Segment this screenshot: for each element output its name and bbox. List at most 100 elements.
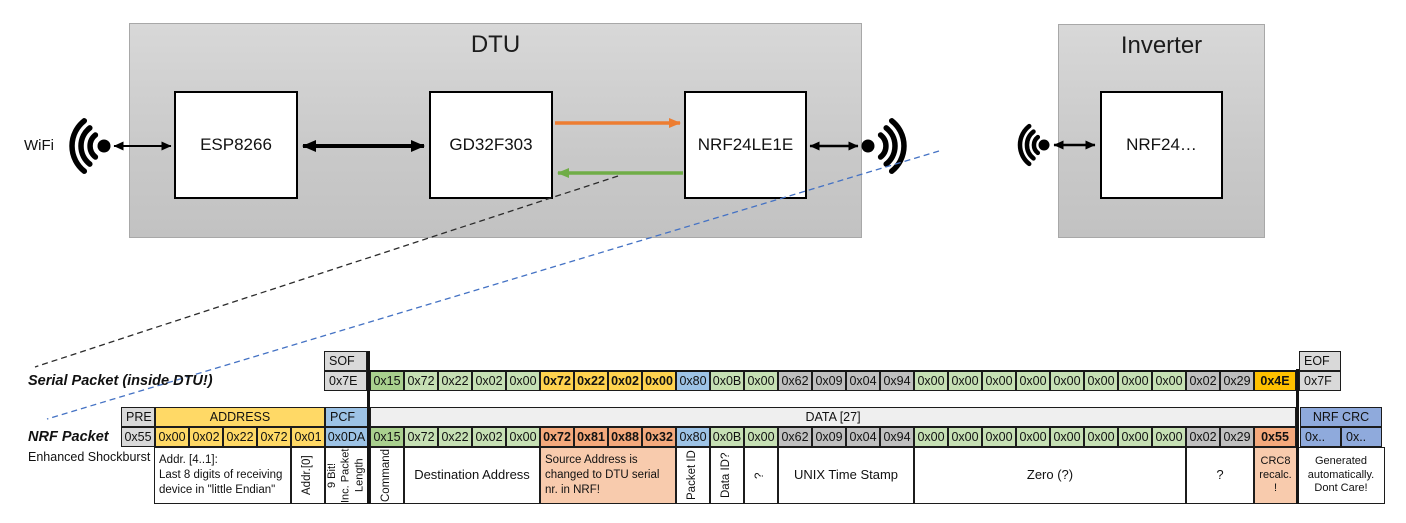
wifi-label: WiFi: [24, 137, 54, 154]
nrf-byte-cell: 0x80: [676, 427, 710, 447]
nrf-byte-cell: 0x00: [1118, 427, 1152, 447]
serial-byte-cell: 0x00: [1118, 371, 1152, 391]
annotation-cell: CRC8 recalc. !: [1254, 447, 1297, 504]
serial-byte-cell: 0x00: [744, 371, 778, 391]
nrf-byte-cell: 0x55: [1254, 427, 1296, 447]
serial-byte-cell: 0x4E: [1254, 371, 1296, 391]
nrf-byte-cell: 0x0B: [710, 427, 744, 447]
serial-byte-cell: 0x29: [1220, 371, 1254, 391]
nrf-byte-cell: 0x62: [778, 427, 812, 447]
crc-byte-cell: 0x..: [1300, 427, 1341, 447]
nrf-crc-row: 0x..0x..: [1300, 427, 1382, 447]
nrf-packet-label: NRF Packet: [28, 429, 109, 445]
address-byte-cell: 0x72: [257, 427, 291, 447]
serial-byte-cell: 0x09: [812, 371, 846, 391]
annotation-cell: Addr. [4..1]: Last 8 digits of receiving…: [154, 447, 291, 504]
nrf-data-header: DATA [27]: [370, 407, 1296, 427]
serial-byte-cell: 0x00: [1050, 371, 1084, 391]
serial-eof-header: EOF: [1299, 351, 1341, 371]
data-header-cell: DATA [27]: [370, 407, 1296, 427]
nrf-byte-cell: 0x81: [574, 427, 608, 447]
annotation-cell: 9 Bit! Inc. Packet Length: [325, 447, 368, 504]
annotation-cell: Zero (?): [914, 447, 1186, 504]
nrf-byte-cell: 0x22: [438, 427, 472, 447]
wifi-icon-dtu-right: [861, 118, 907, 174]
serial-byte-cell: 0x72: [404, 371, 438, 391]
annotation-cell: Packet ID: [676, 447, 710, 504]
pcf-header-cell: PCF: [325, 407, 368, 427]
annotation-cell: ?: [744, 447, 778, 504]
serial-byte-cell: 0x62: [778, 371, 812, 391]
nrf-byte-cell: 0x15: [370, 427, 404, 447]
serial-byte-cell: 0x00: [948, 371, 982, 391]
pre-header-cell: PRE: [121, 407, 155, 427]
pcf-byte-cell: 0x0DA: [325, 427, 368, 447]
nrf-byte-cell: 0x00: [1050, 427, 1084, 447]
serial-byte-cell: 0x00: [506, 371, 540, 391]
address-byte-cell: 0x01: [291, 427, 325, 447]
address-byte-cell: 0x00: [155, 427, 189, 447]
nrf-byte-cell: 0x88: [608, 427, 642, 447]
serial-byte-cell: 0x00: [1152, 371, 1186, 391]
nrf-byte-cell: 0x00: [1016, 427, 1050, 447]
nrf-packet-sublabel: Enhanced Shockburst: [28, 450, 151, 464]
annotation-cell: UNIX Time Stamp: [778, 447, 914, 504]
sof-header-cell: SOF: [324, 351, 367, 371]
serial-byte-cell: 0x02: [1186, 371, 1220, 391]
serial-byte-cell: 0x00: [1084, 371, 1118, 391]
serial-byte-cell: 0x04: [846, 371, 880, 391]
serial-byte-cell: 0x02: [472, 371, 506, 391]
serial-data-top-rule: [369, 370, 1297, 372]
eof-byte-cell: 0x7F: [1299, 371, 1341, 391]
serial-packet-label: Serial Packet (inside DTU!): [28, 373, 213, 389]
chip-gd32f303: GD32F303: [429, 91, 553, 199]
annotation-cell: Command: [370, 447, 404, 504]
nrf-byte-cell: 0x00: [948, 427, 982, 447]
serial-byte-cell: 0x00: [1016, 371, 1050, 391]
annotation-cell: Generated automatically. Dont Care!: [1297, 447, 1385, 504]
nrf-byte-cell: 0x09: [812, 427, 846, 447]
nrf-byte-cell: 0x02: [1186, 427, 1220, 447]
nrf-byte-cell: 0x72: [404, 427, 438, 447]
serial-byte-cell: 0x80: [676, 371, 710, 391]
chip-esp8266: ESP8266: [174, 91, 298, 199]
address-byte-cell: 0x02: [189, 427, 223, 447]
chip-nrf24-inverter: NRF24…: [1100, 91, 1223, 199]
address-header-cell: ADDRESS: [155, 407, 325, 427]
nrf-byte-cell: 0x00: [1152, 427, 1186, 447]
serial-eof-value: 0x7F: [1299, 371, 1341, 391]
chip-nrf24le1e: NRF24LE1E: [684, 91, 807, 199]
eof-header-cell: EOF: [1299, 351, 1341, 371]
serial-byte-cell: 0x22: [438, 371, 472, 391]
serial-byte-cell: 0x00: [914, 371, 948, 391]
annotation-cell: ?: [1186, 447, 1254, 504]
serial-byte-cell: 0x22: [574, 371, 608, 391]
data-end-separator: [1296, 369, 1299, 504]
serial-sof-value: 0x7E: [324, 371, 367, 391]
annotation-cell: Source Address is changed to DTU serial …: [540, 447, 676, 504]
nrf-header-row-left: PRE ADDRESS PCF: [121, 407, 368, 427]
nrf-annotation-row: Addr. [4..1]: Last 8 digits of receiving…: [154, 447, 1385, 504]
inverter-title: Inverter: [1120, 32, 1203, 59]
serial-byte-cell: 0x0B: [710, 371, 744, 391]
address-byte-cell: 0x22: [223, 427, 257, 447]
nrf-byte-cell: 0x00: [506, 427, 540, 447]
serial-byte-cell: 0x02: [608, 371, 642, 391]
pre-byte-cell: 0x55: [121, 427, 155, 447]
serial-byte-cell: 0x94: [880, 371, 914, 391]
serial-byte-cell: 0x15: [370, 371, 404, 391]
nrf-byte-cell: 0x00: [1084, 427, 1118, 447]
nrf-byte-cell: 0x00: [982, 427, 1016, 447]
crc-header-cell: NRF CRC: [1300, 407, 1382, 427]
annotation-cell: Destination Address: [404, 447, 540, 504]
dtu-title: DTU: [470, 31, 521, 58]
data-start-separator: [367, 351, 370, 504]
nrf-byte-cell: 0x02: [472, 427, 506, 447]
nrf-byte-cell: 0x00: [744, 427, 778, 447]
nrf-crc-header: NRF CRC: [1300, 407, 1382, 427]
serial-sof-header: SOF: [324, 351, 367, 371]
